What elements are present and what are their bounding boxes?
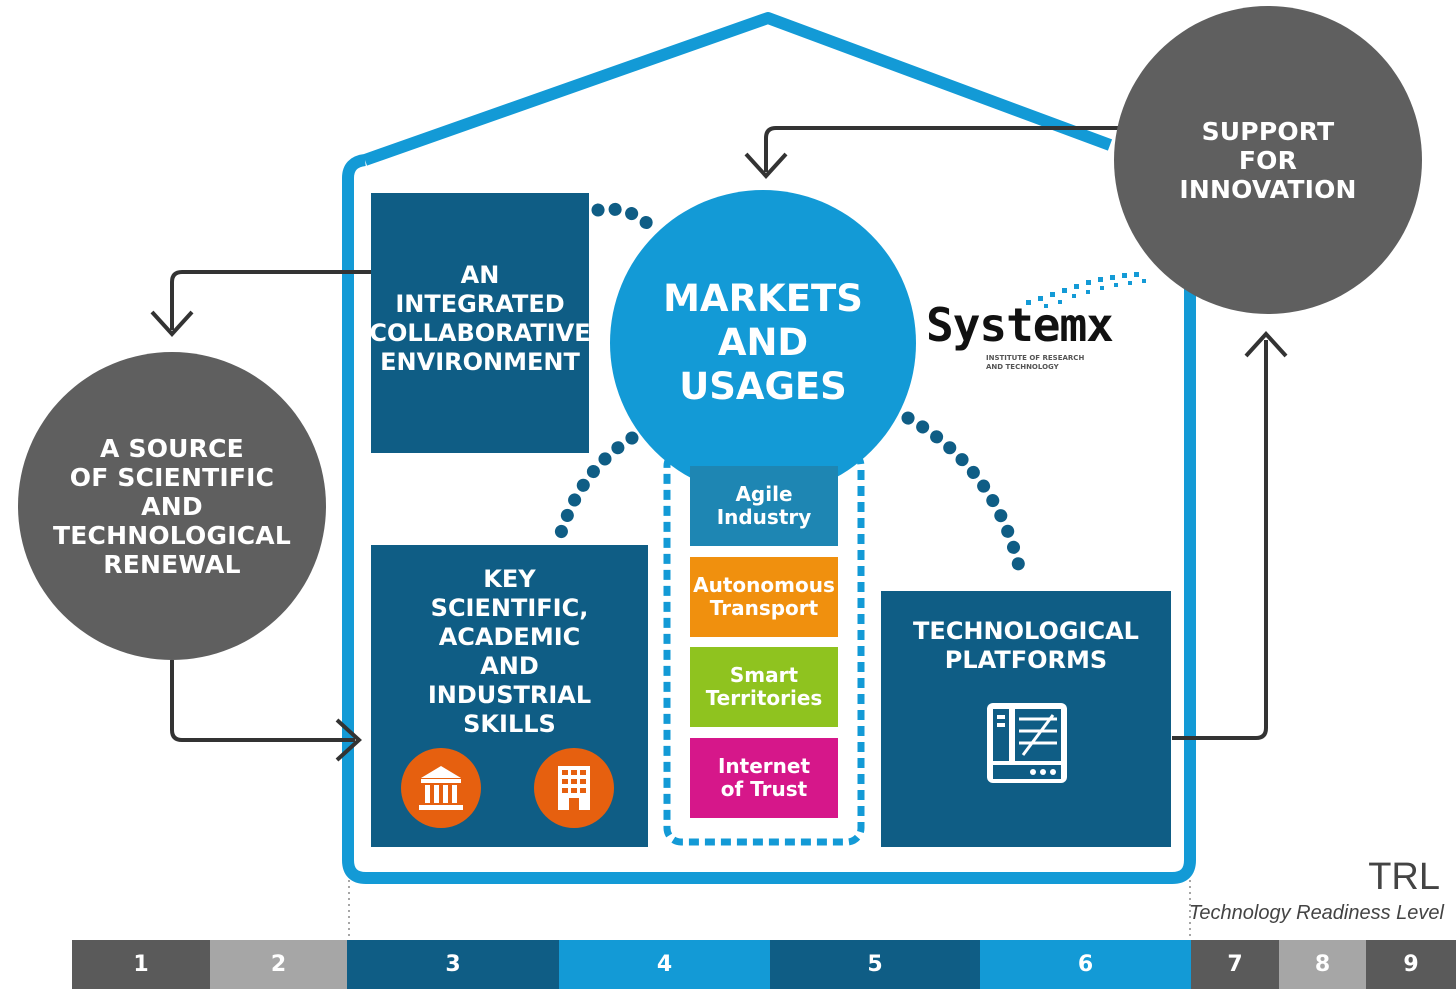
- building-icon: [534, 748, 614, 828]
- trl-level-8: 8: [1279, 940, 1366, 989]
- trl-level-6: 6: [980, 940, 1191, 989]
- trl-level-4: 4: [559, 940, 770, 989]
- logo-name: Systemx: [926, 298, 1114, 352]
- source-circle: A SOURCE OF SCIENTIFIC AND TECHNOLOGICAL…: [18, 352, 326, 660]
- technological-platforms-box: TECHNOLOGICAL PLATFORMS: [881, 591, 1171, 847]
- markets-usages-circle: MARKETS AND USAGES: [610, 190, 916, 496]
- institution-icon: [401, 748, 481, 828]
- arrow-to-skills: [170, 660, 355, 742]
- trl-level-3: 3: [347, 940, 559, 989]
- key-skills-label: KEY SCIENTIFIC, ACADEMIC AND INDUSTRIAL …: [427, 565, 592, 738]
- trl-level-7: 7: [1191, 940, 1279, 989]
- logo-dot-swoosh: [1026, 272, 1146, 308]
- usage-internet-of-trust: Internet of Trust: [690, 738, 838, 818]
- arrow-to-support-head: [1244, 331, 1288, 358]
- trl-level-2: 2: [210, 940, 347, 989]
- platform-server-icon: [985, 701, 1069, 792]
- arrow-to-source-head: [150, 310, 194, 337]
- trl-subtitle: Technology Readiness Level: [1189, 902, 1444, 924]
- usage-agile-industry: Agile Industry: [690, 466, 838, 546]
- logo-tagline: INSTITUTE OF RESEARCH AND TECHNOLOGY: [986, 354, 1085, 371]
- trl-level-9: 9: [1366, 940, 1456, 989]
- trl-level-1: 1: [72, 940, 210, 989]
- trl-level-5: 5: [770, 940, 980, 989]
- dotted-arc-left: [553, 431, 639, 543]
- arrow-to-support: [1172, 340, 1268, 740]
- house-outline: [342, 12, 1196, 884]
- arrow-to-skills-head: [335, 718, 362, 762]
- support-circle: SUPPORT FOR INNOVATION: [1114, 6, 1422, 314]
- dotted-arc-right: [901, 411, 1029, 587]
- usage-autonomous-transport: Autonomous Transport: [690, 557, 838, 637]
- arrow-to-source: [170, 270, 372, 330]
- systemx-logo: Systemx INSTITUTE OF RESEARCH AND TECHNO…: [926, 270, 1156, 380]
- arrow-to-markets: [764, 126, 1118, 172]
- integrated-environment-box: AN INTEGRATED COLLABORATIVE ENVIRONMENT: [369, 193, 591, 453]
- trl-title: TRL: [1368, 856, 1440, 898]
- usage-smart-territories: Smart Territories: [690, 647, 838, 727]
- dotted-arc-top: [591, 202, 659, 235]
- technological-platforms-label: TECHNOLOGICAL PLATFORMS: [913, 617, 1139, 674]
- arrow-to-markets-head: [744, 152, 788, 179]
